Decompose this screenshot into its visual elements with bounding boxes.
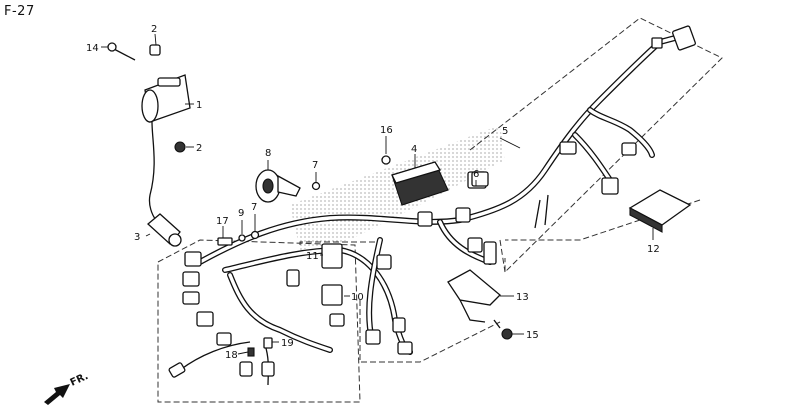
callout-7-lower: 7: [251, 202, 257, 213]
regulator-assembly: [381, 155, 449, 206]
connectors: [168, 25, 696, 378]
callout-13: 13: [516, 292, 529, 303]
callout-9: 9: [238, 208, 244, 219]
callout-14: 14: [86, 43, 99, 54]
direction-label: FR.: [69, 371, 90, 389]
callout-12: 12: [647, 244, 660, 255]
dashed-frames: [157, 17, 723, 403]
relays: [321, 243, 343, 306]
part-18: [247, 347, 255, 357]
main-harness: [179, 35, 678, 386]
part-19: [263, 337, 273, 349]
callout-4: 4: [411, 144, 417, 155]
callout-1: 1: [196, 100, 202, 111]
control-module: [628, 189, 692, 233]
callout-5: 5: [502, 126, 508, 137]
leader-lines: [101, 33, 654, 355]
callout-17: 17: [216, 216, 229, 227]
callout-7-upper: 7: [312, 160, 318, 171]
callout-11: 11: [306, 251, 319, 262]
callout-10: 10: [351, 292, 364, 303]
ignition-coil-assembly: [107, 42, 191, 247]
bracket-13: [447, 269, 501, 323]
callout-2-bottom: 2: [196, 143, 202, 154]
callout-15: 15: [526, 330, 539, 341]
callout-16: 16: [380, 125, 393, 136]
page-code: F-27: [4, 4, 35, 19]
horn-assembly: [217, 169, 321, 246]
callout-2-top: 2: [151, 24, 157, 35]
callout-6: 6: [473, 169, 479, 180]
callout-18: 18: [225, 350, 238, 361]
callout-labels: 1 2 2 3 4 5 6 7 7 8 9 10 11 12 13 14 15 …: [86, 24, 660, 361]
callout-3: 3: [134, 232, 140, 243]
front-direction-arrow: FR.: [44, 371, 90, 405]
bolt-15: [493, 319, 513, 340]
callout-19: 19: [281, 338, 294, 349]
callout-8: 8: [265, 148, 271, 159]
